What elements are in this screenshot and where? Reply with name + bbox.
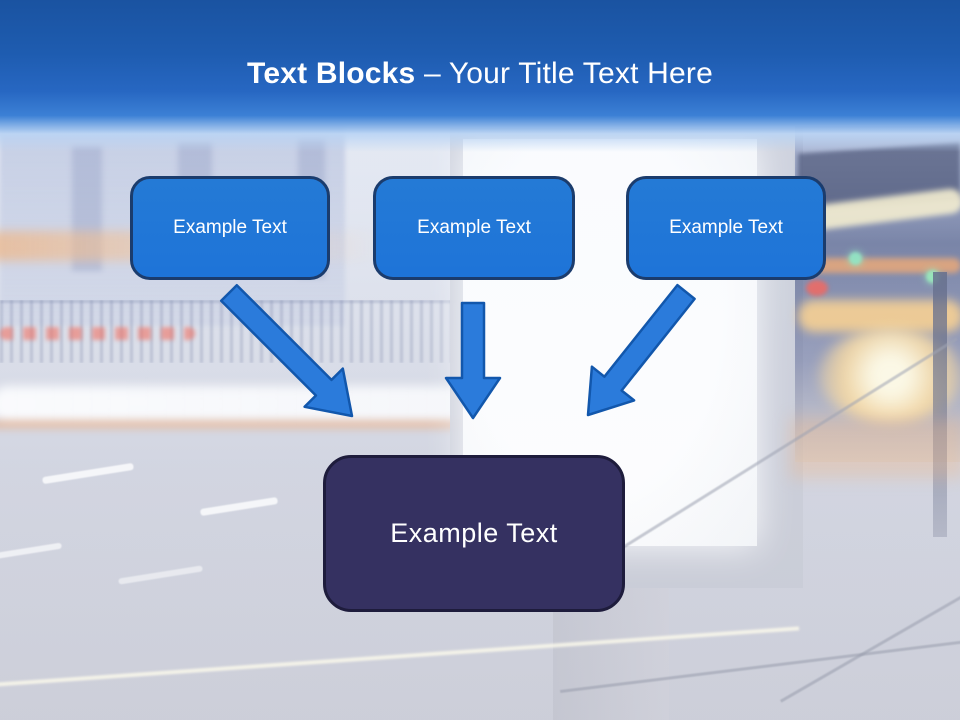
- title-regular-text: – Your Title Text Here: [415, 57, 713, 90]
- title-band: [0, 0, 960, 152]
- text-block-2-label: Example Text: [417, 217, 531, 238]
- light-trail-red: [0, 327, 195, 340]
- light-streak-orange: [803, 258, 960, 273]
- result-block[interactable]: Example Text: [323, 455, 625, 612]
- text-block-1[interactable]: Example Text: [130, 176, 330, 280]
- text-block-1-label: Example Text: [173, 217, 287, 238]
- red-traffic-light: [806, 280, 828, 296]
- title-bold-text: Text Blocks: [247, 57, 416, 90]
- green-traffic-light: [849, 252, 862, 265]
- result-block-label: Example Text: [390, 518, 558, 548]
- street-pole: [933, 272, 947, 537]
- page-title[interactable]: Text Blocks – Your Title Text Here: [0, 56, 960, 92]
- sidewalk-glow: [790, 418, 960, 478]
- light-trail-fringe: [0, 420, 630, 429]
- text-block-2[interactable]: Example Text: [373, 176, 575, 280]
- text-block-3-label: Example Text: [669, 217, 783, 238]
- text-block-3[interactable]: Example Text: [626, 176, 826, 280]
